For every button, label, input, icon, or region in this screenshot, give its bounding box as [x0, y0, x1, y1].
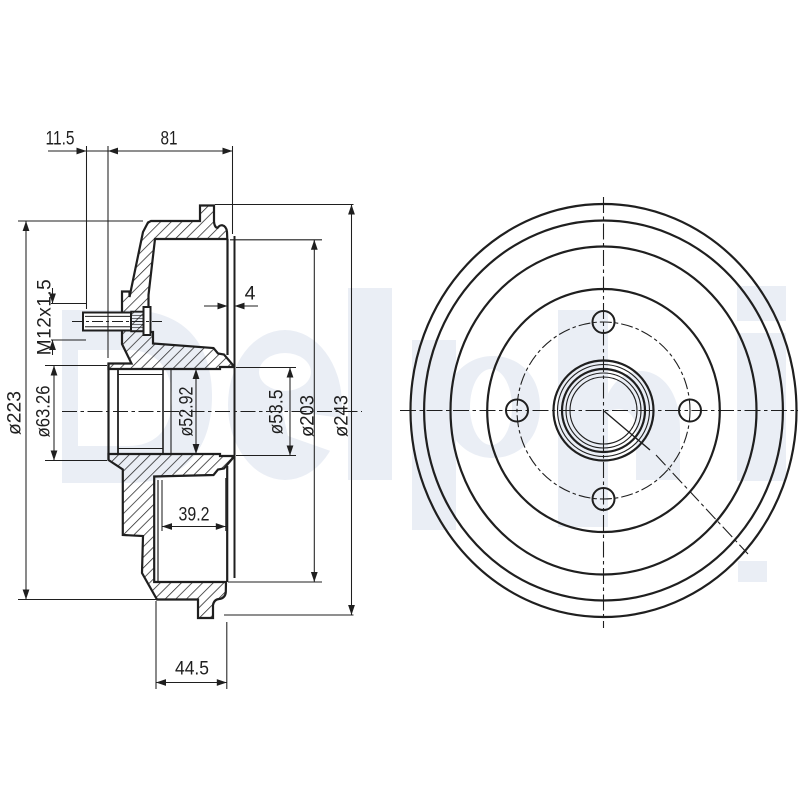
svg-text:ø63.26: ø63.26 [32, 386, 54, 438]
svg-text:ø53.5: ø53.5 [265, 389, 287, 434]
svg-text:11.5: 11.5 [46, 127, 75, 149]
svg-text:ø52.92: ø52.92 [175, 387, 197, 437]
svg-text:ø223: ø223 [3, 391, 25, 435]
svg-text:39.2: 39.2 [179, 503, 210, 525]
svg-text:ø243: ø243 [330, 395, 352, 437]
svg-text:M12x1.5: M12x1.5 [34, 279, 55, 355]
svg-text:4: 4 [245, 282, 256, 304]
svg-text:ø203: ø203 [296, 395, 318, 437]
svg-text:81: 81 [161, 127, 178, 149]
svg-text:44.5: 44.5 [175, 657, 209, 679]
